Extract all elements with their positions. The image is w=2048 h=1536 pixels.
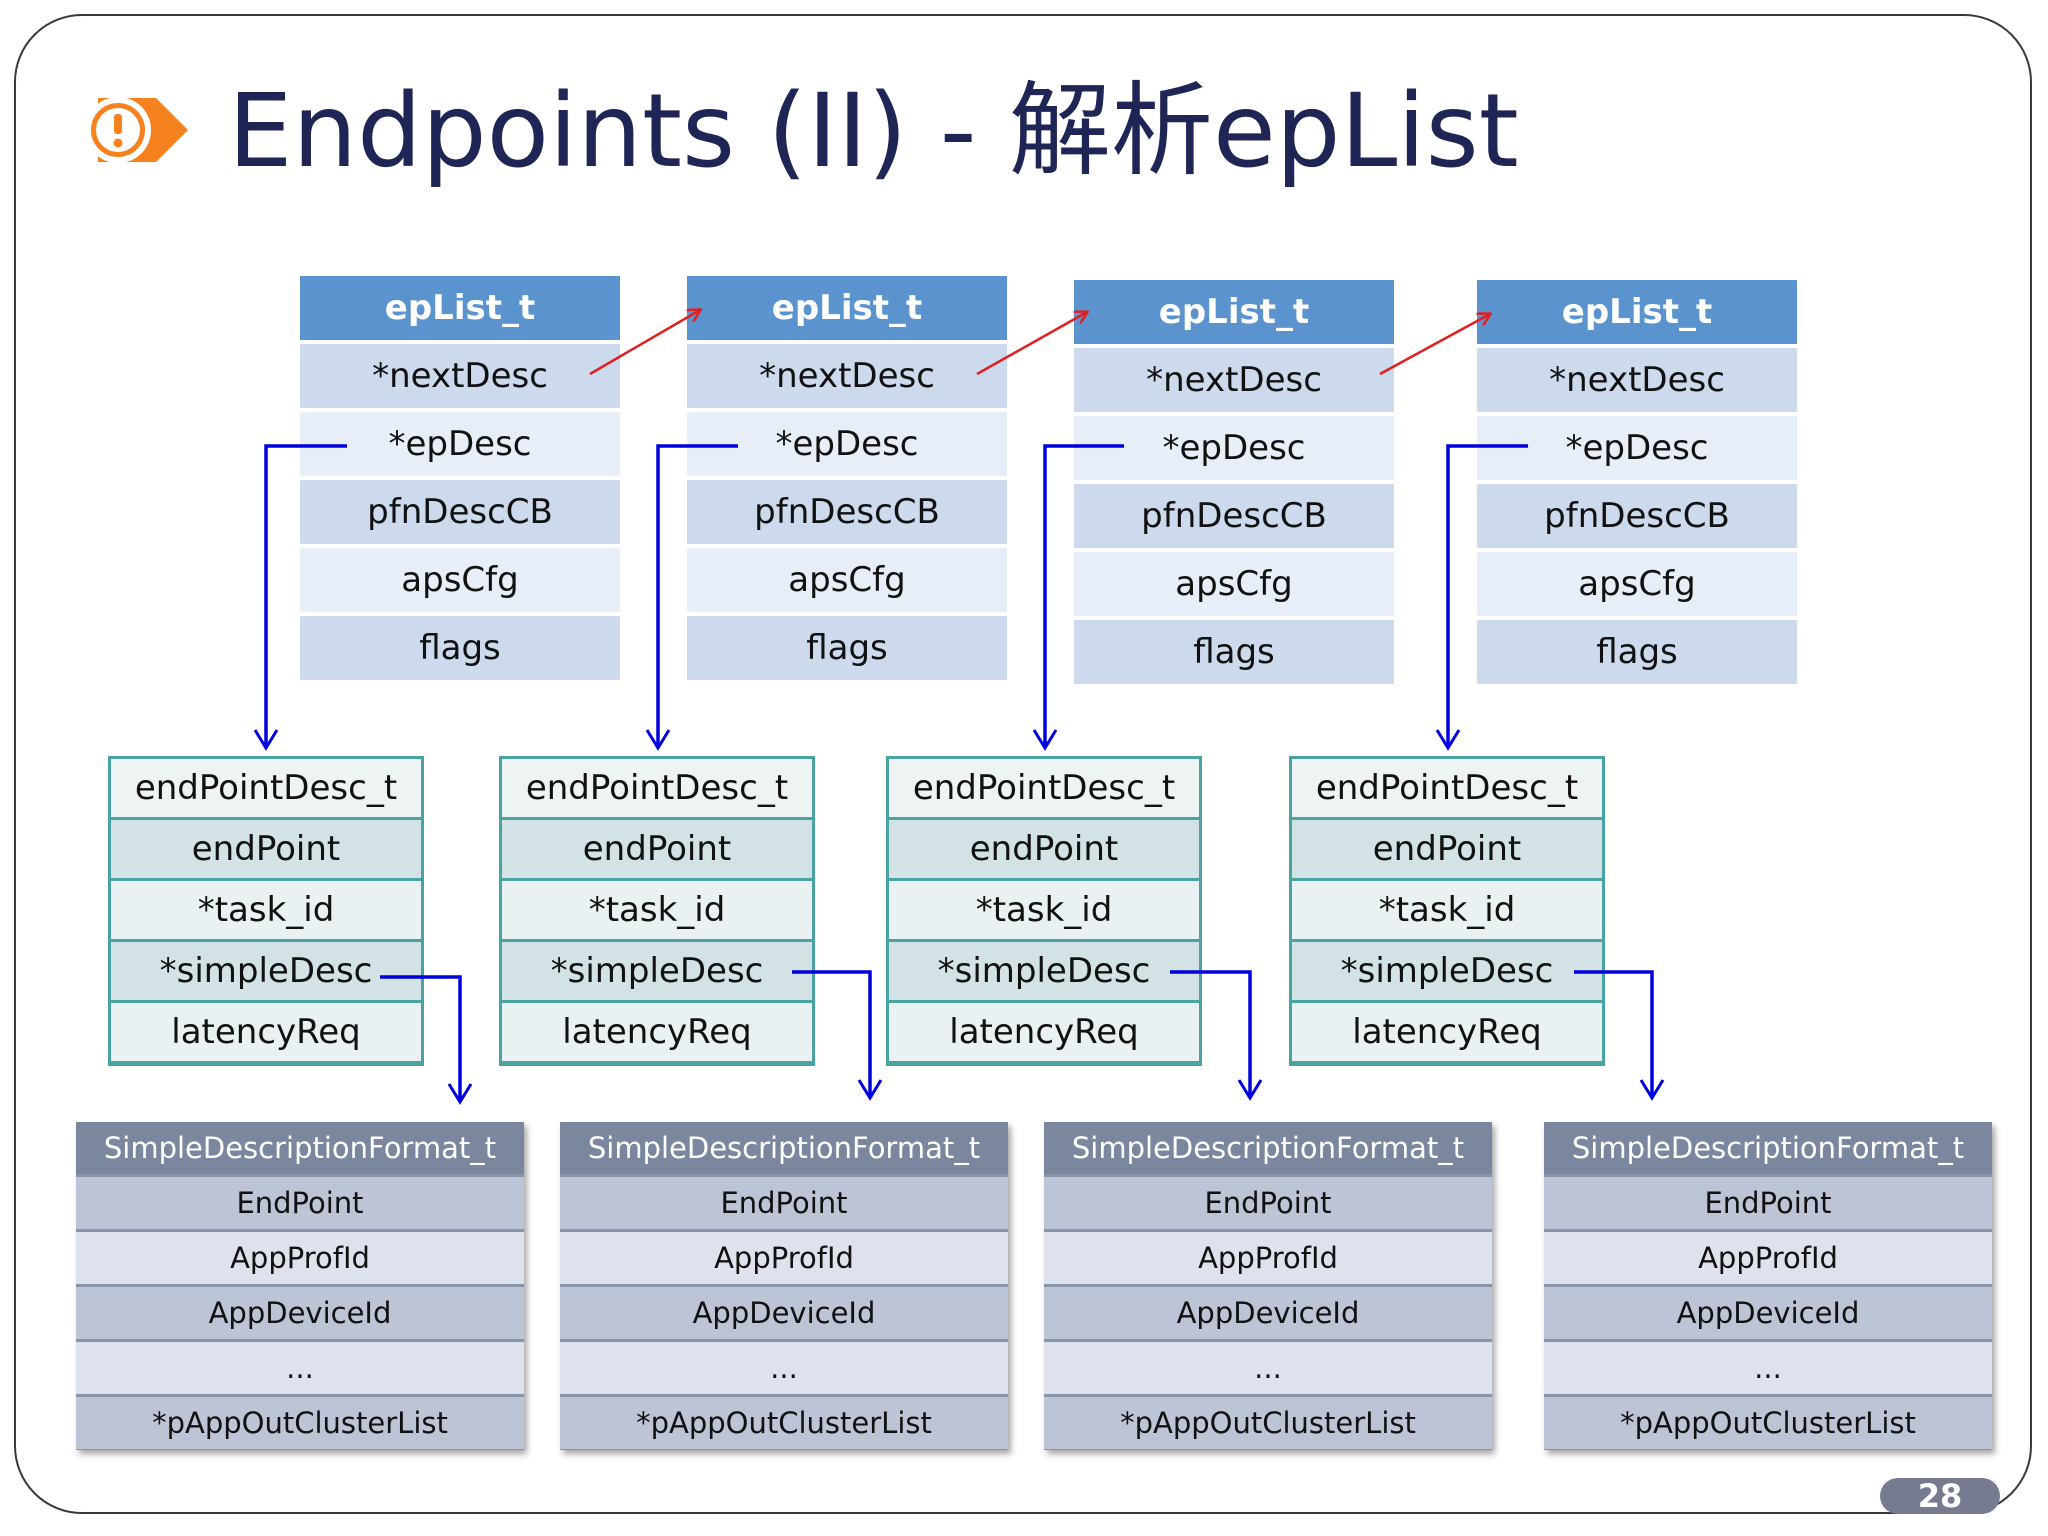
table-row: apsCfg xyxy=(1477,552,1797,616)
table-row: EndPoint xyxy=(1544,1177,1992,1229)
table-row: endPoint xyxy=(889,820,1199,878)
table-row: *task_id xyxy=(889,881,1199,939)
table-header: SimpleDescriptionFormat_t xyxy=(76,1122,524,1174)
table-row: *pAppOutClusterList xyxy=(1544,1397,1992,1449)
table-row: ... xyxy=(560,1342,1008,1394)
table-row: *simpleDesc xyxy=(502,942,812,1000)
page-title: Endpoints (II) - 解析epList xyxy=(228,72,1519,191)
table-row: AppDeviceId xyxy=(560,1287,1008,1339)
table-row: pfnDescCB xyxy=(687,480,1007,544)
table-row: latencyReq xyxy=(889,1003,1199,1061)
table-row: AppDeviceId xyxy=(1544,1287,1992,1339)
table-row: *simpleDesc xyxy=(1292,942,1602,1000)
table-row: *nextDesc xyxy=(1074,348,1394,412)
table-row: ... xyxy=(1044,1342,1492,1394)
table-header: endPointDesc_t xyxy=(889,759,1199,817)
table-row: AppProfId xyxy=(1544,1232,1992,1284)
table-row: *nextDesc xyxy=(1477,348,1797,412)
table-header: epList_t xyxy=(1477,280,1797,344)
alert-icon xyxy=(85,97,188,163)
table-row: latencyReq xyxy=(111,1003,421,1061)
table-row: *epDesc xyxy=(687,412,1007,476)
table-row: pfnDescCB xyxy=(1477,484,1797,548)
table-row: latencyReq xyxy=(502,1003,812,1061)
table-row: endPoint xyxy=(1292,820,1602,878)
table-row: flags xyxy=(687,616,1007,680)
table-header: endPointDesc_t xyxy=(111,759,421,817)
table-header: epList_t xyxy=(1074,280,1394,344)
table-row: *epDesc xyxy=(1074,416,1394,480)
table-header: epList_t xyxy=(300,276,620,340)
table-row: flags xyxy=(1477,620,1797,684)
table-row: latencyReq xyxy=(1292,1003,1602,1061)
table-row: *simpleDesc xyxy=(111,942,421,1000)
table-header: endPointDesc_t xyxy=(1292,759,1602,817)
table-row: endPoint xyxy=(502,820,812,878)
table-row: pfnDescCB xyxy=(300,480,620,544)
table-row: pfnDescCB xyxy=(1074,484,1394,548)
table-row: *pAppOutClusterList xyxy=(560,1397,1008,1449)
table-row: AppDeviceId xyxy=(1044,1287,1492,1339)
table-row: EndPoint xyxy=(76,1177,524,1229)
table-row: EndPoint xyxy=(560,1177,1008,1229)
table-row: flags xyxy=(300,616,620,680)
table-row: ... xyxy=(76,1342,524,1394)
table-row: *pAppOutClusterList xyxy=(1044,1397,1492,1449)
table-row: ... xyxy=(1544,1342,1992,1394)
table-header: SimpleDescriptionFormat_t xyxy=(1044,1122,1492,1174)
table-row: *nextDesc xyxy=(300,344,620,408)
table-row: AppDeviceId xyxy=(76,1287,524,1339)
table-row: *epDesc xyxy=(1477,416,1797,480)
table-row: *pAppOutClusterList xyxy=(76,1397,524,1449)
table-row: *task_id xyxy=(111,881,421,939)
table-row: apsCfg xyxy=(687,548,1007,612)
table-row: apsCfg xyxy=(1074,552,1394,616)
table-row: *simpleDesc xyxy=(889,942,1199,1000)
table-row: *task_id xyxy=(1292,881,1602,939)
table-row: AppProfId xyxy=(76,1232,524,1284)
table-row: *task_id xyxy=(502,881,812,939)
table-row: *nextDesc xyxy=(687,344,1007,408)
table-row: *epDesc xyxy=(300,412,620,476)
table-row: flags xyxy=(1074,620,1394,684)
page-number: 28 xyxy=(1880,1478,2000,1514)
table-row: endPoint xyxy=(111,820,421,878)
table-row: EndPoint xyxy=(1044,1177,1492,1229)
table-header: endPointDesc_t xyxy=(502,759,812,817)
table-header: SimpleDescriptionFormat_t xyxy=(560,1122,1008,1174)
table-header: epList_t xyxy=(687,276,1007,340)
table-header: SimpleDescriptionFormat_t xyxy=(1544,1122,1992,1174)
table-row: apsCfg xyxy=(300,548,620,612)
table-row: AppProfId xyxy=(1044,1232,1492,1284)
table-row: AppProfId xyxy=(560,1232,1008,1284)
